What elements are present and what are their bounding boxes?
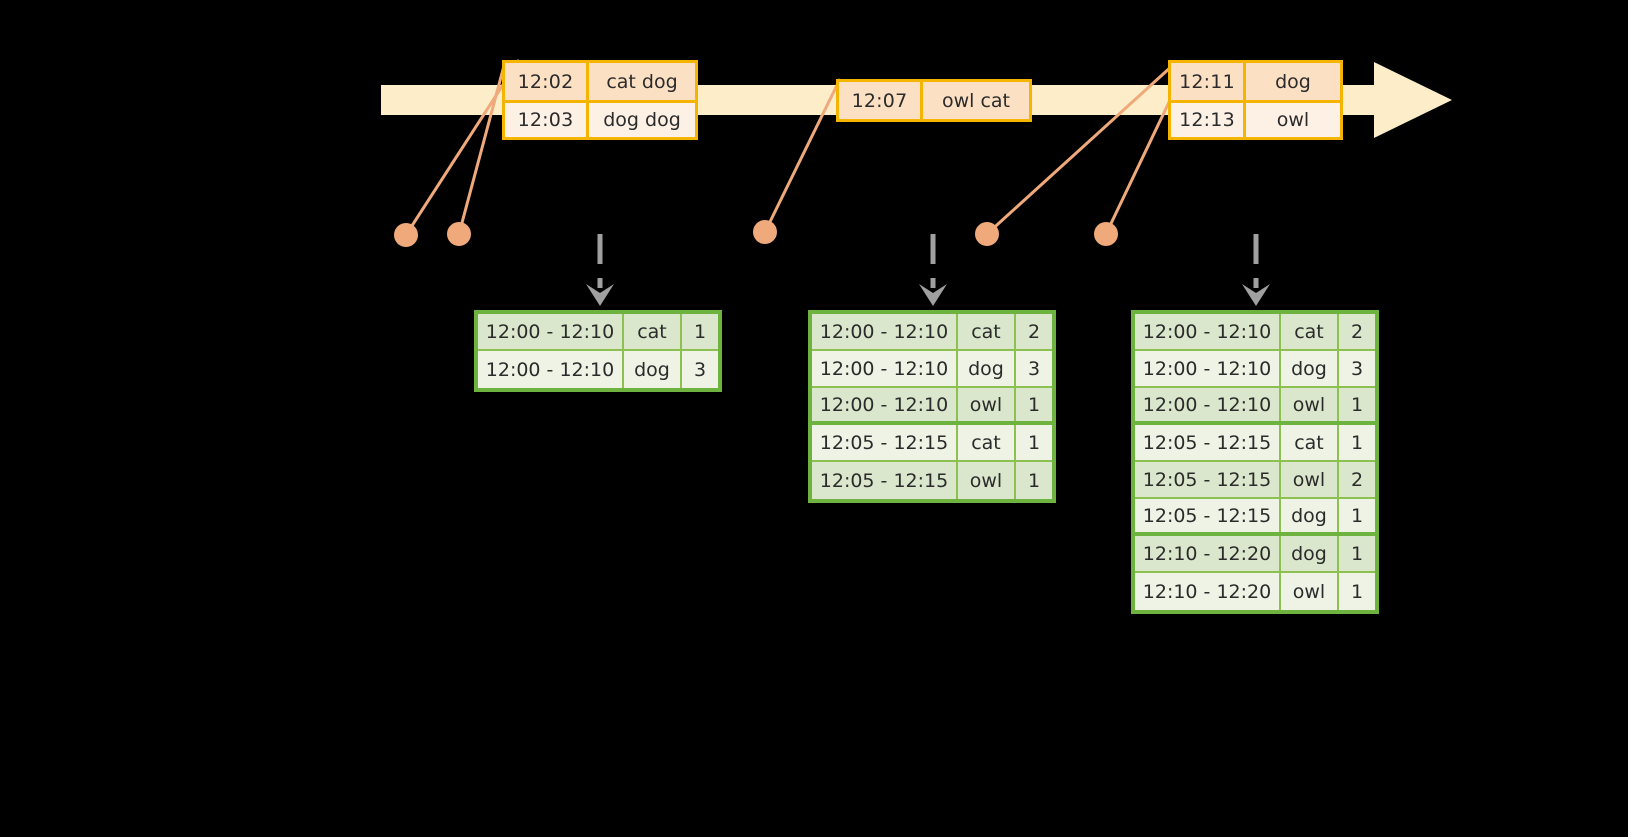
event-timestamp: 12:07 <box>839 82 923 119</box>
event-timestamp: 12:13 <box>1171 103 1246 137</box>
event-timestamp: 12:02 <box>505 63 589 100</box>
event-group-2[interactable]: 12:07 owl cat <box>836 79 1032 122</box>
count-cell: 1 <box>1350 504 1364 527</box>
event-payload: cat dog <box>606 70 678 93</box>
window-cell: 12:05 - 12:15 <box>812 425 958 460</box>
event-row: 12:03 dog dog <box>505 100 695 137</box>
key-cell: cat <box>1281 314 1339 349</box>
key-cell: dog <box>1281 499 1339 532</box>
window-cell: 12:05 - 12:15 <box>1135 425 1281 460</box>
key-cell: cat <box>1281 425 1339 460</box>
count-cell: 3 <box>1027 357 1041 380</box>
count-cell: 1 <box>1027 393 1041 416</box>
event-group-3[interactable]: 12:11 dog 12:13 owl <box>1168 60 1343 140</box>
window-cell: 12:00 - 12:10 <box>812 351 958 386</box>
key-cell: dog <box>624 351 682 388</box>
count-cell: 2 <box>1350 468 1364 491</box>
key-cell: owl <box>1281 388 1339 421</box>
connector-line-2 <box>457 61 507 235</box>
key-cell: cat <box>958 425 1016 460</box>
event-marker-5 <box>1094 222 1118 246</box>
window-cell: 12:00 - 12:10 <box>812 314 958 349</box>
event-marker-4 <box>975 222 999 246</box>
event-row: 12:13 owl <box>1171 100 1340 137</box>
event-marker-1 <box>394 223 418 247</box>
window-cell: 12:05 - 12:15 <box>1135 462 1281 497</box>
window-cell: 12:00 - 12:10 <box>478 351 624 388</box>
connector-line-3 <box>763 78 842 233</box>
window-cell: 12:10 - 12:20 <box>1135 536 1281 571</box>
event-row: 12:11 dog <box>1171 63 1340 100</box>
count-cell: 1 <box>1350 542 1364 565</box>
event-timestamp: 12:11 <box>1171 63 1246 100</box>
window-cell: 12:00 - 12:10 <box>1135 351 1281 386</box>
window-cell: 12:05 - 12:15 <box>812 462 958 499</box>
event-row: 12:07 owl cat <box>839 82 1029 119</box>
key-cell: owl <box>1281 462 1339 497</box>
count-cell: 2 <box>1350 320 1364 343</box>
count-cell: 3 <box>693 358 707 381</box>
event-payload: owl <box>1276 109 1310 131</box>
window-cell: 12:00 - 12:10 <box>478 314 624 349</box>
window-cell: 12:00 - 12:10 <box>812 388 958 421</box>
key-cell: owl <box>958 462 1016 499</box>
event-marker-2 <box>447 222 471 246</box>
window-cell: 12:00 - 12:10 <box>1135 388 1281 421</box>
key-cell: owl <box>958 388 1016 421</box>
emit-arrow-3-head <box>1242 284 1270 306</box>
event-marker-3 <box>753 220 777 244</box>
key-cell: dog <box>1281 351 1339 386</box>
count-cell: 1 <box>1027 431 1041 454</box>
event-group-1[interactable]: 12:02 cat dog 12:03 dog dog <box>502 60 698 140</box>
event-timestamp: 12:03 <box>505 103 589 137</box>
window-cell: 12:05 - 12:15 <box>1135 499 1281 532</box>
key-cell: dog <box>1281 536 1339 571</box>
key-cell: dog <box>958 351 1016 386</box>
emit-arrow-1-head <box>586 284 614 306</box>
key-cell: cat <box>958 314 1016 349</box>
event-payload: dog <box>1275 70 1311 93</box>
window-cell: 12:00 - 12:10 <box>1135 314 1281 349</box>
event-payload: owl cat <box>941 89 1011 112</box>
count-cell: 1 <box>1027 469 1041 492</box>
key-cell: owl <box>1281 573 1339 610</box>
count-cell: 1 <box>1350 431 1364 454</box>
event-payload: dog dog <box>603 109 681 131</box>
count-cell: 2 <box>1027 320 1041 343</box>
connector-line-5 <box>1104 97 1173 235</box>
count-cell: 3 <box>1350 357 1364 380</box>
count-cell: 1 <box>1350 393 1364 416</box>
window-cell: 12:10 - 12:20 <box>1135 573 1281 610</box>
key-cell: cat <box>624 314 682 349</box>
count-cell: 1 <box>1350 580 1364 603</box>
event-row: 12:02 cat dog <box>505 63 695 100</box>
count-cell: 1 <box>693 320 707 343</box>
emit-arrow-2-head <box>919 284 947 306</box>
